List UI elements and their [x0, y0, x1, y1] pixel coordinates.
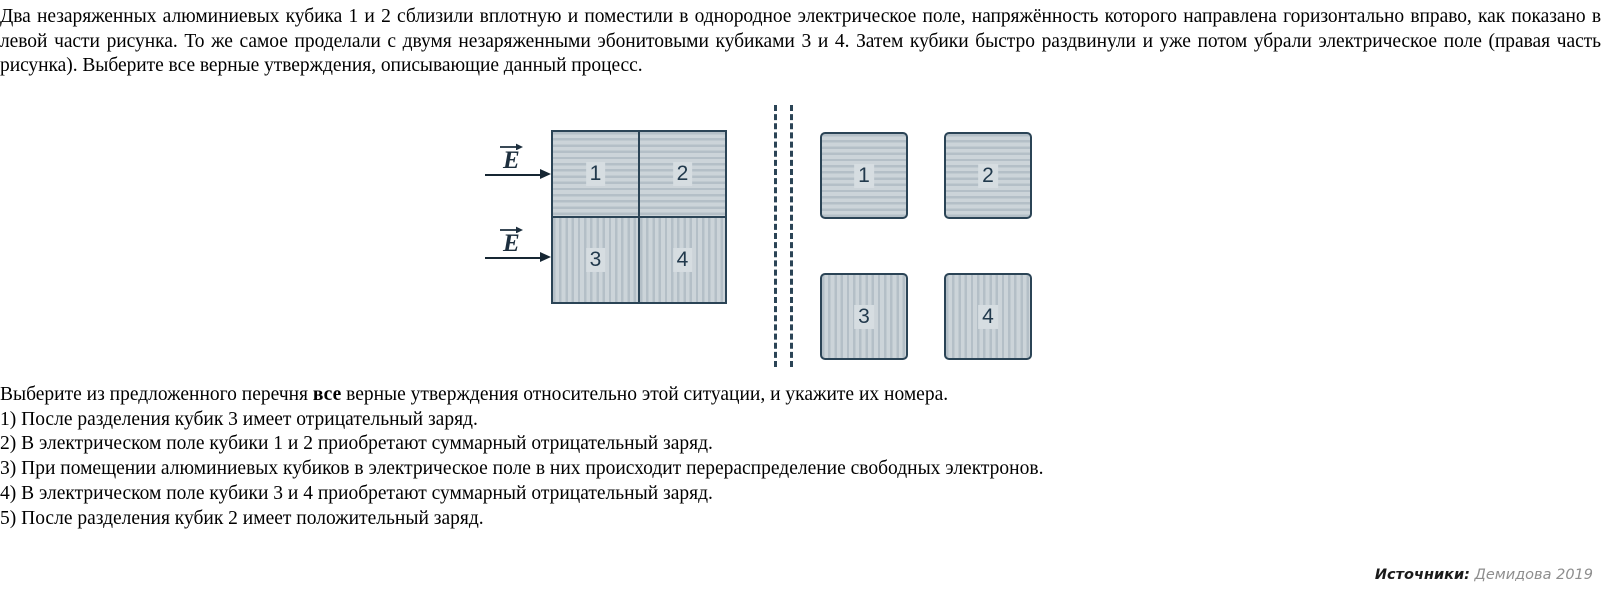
left-group-cube-1: 1 [551, 130, 640, 218]
statement-item-2: 2) В электрическом поле кубики 1 и 2 при… [0, 433, 713, 455]
left-group-cube-4-label: 4 [672, 247, 693, 273]
field-arrow-bottom-head [540, 252, 551, 262]
right-group-cube-3-label: 3 [854, 304, 874, 329]
field-label-bottom: E [503, 230, 520, 257]
right-group-cube-2: 2 [944, 132, 1032, 219]
field-label-top: E [503, 147, 520, 174]
right-group-cube-4-label: 4 [978, 304, 998, 329]
field-arrow-bottom-group: E [495, 218, 555, 273]
divider-dashed-line-right [790, 105, 793, 367]
statements-prompt-part-2: верные утверждения относительно этой сит… [341, 384, 949, 405]
statement-item-3: 3) При помещении алюминиевых кубиков в э… [0, 458, 1044, 480]
field-arrow-bottom-shaft [485, 257, 541, 259]
right-group-cube-4: 4 [944, 273, 1032, 360]
statement-item-4: 4) В электрическом поле кубики 3 и 4 при… [0, 482, 713, 504]
statement-item-1: 1) После разделения кубик 3 имеет отрица… [0, 408, 478, 430]
field-arrow-top-group: E [495, 135, 555, 190]
problem-statement-paragraph: Два незаряженных алюминиевых кубика 1 и … [0, 6, 1601, 76]
left-group-cube-3: 3 [551, 216, 640, 304]
right-group-cube-3: 3 [820, 273, 908, 360]
statements-prompt-part-1: Выберите из предложенного перечня [0, 384, 313, 405]
right-group-cube-1: 1 [820, 132, 908, 219]
statements-prompt-emphasis: все [312, 384, 342, 405]
left-group-cube-1-label: 1 [585, 161, 606, 187]
statements-block: Выберите из предложенного перечня все ве… [0, 383, 1601, 531]
left-group-cube-2-label: 2 [672, 161, 693, 187]
physics-figure: E E 1 2 3 4 1 2 3 4 [0, 95, 1601, 380]
vector-arrow-over-e-top [500, 143, 523, 150]
left-group-cube-3-label: 3 [585, 247, 606, 273]
left-group-cube-2: 2 [638, 130, 727, 218]
source-label: Источники: [1374, 567, 1470, 583]
field-arrow-top-shaft [485, 174, 541, 176]
right-group-cube-2-label: 2 [978, 163, 998, 188]
field-arrow-top-head [540, 169, 551, 179]
source-value: Демидова 2019 [1474, 567, 1593, 583]
vector-arrow-over-e-bottom [500, 226, 523, 233]
right-group-cube-1-label: 1 [854, 163, 874, 188]
statement-item-5: 5) После разделения кубик 2 имеет положи… [0, 507, 484, 529]
statements-prompt: Выберите из предложенного перечня все ве… [0, 383, 1601, 408]
left-group-cube-4: 4 [638, 216, 727, 304]
divider-dashed-line-left [774, 105, 777, 367]
source-attribution: Источники: Демидова 2019 [1375, 567, 1593, 583]
